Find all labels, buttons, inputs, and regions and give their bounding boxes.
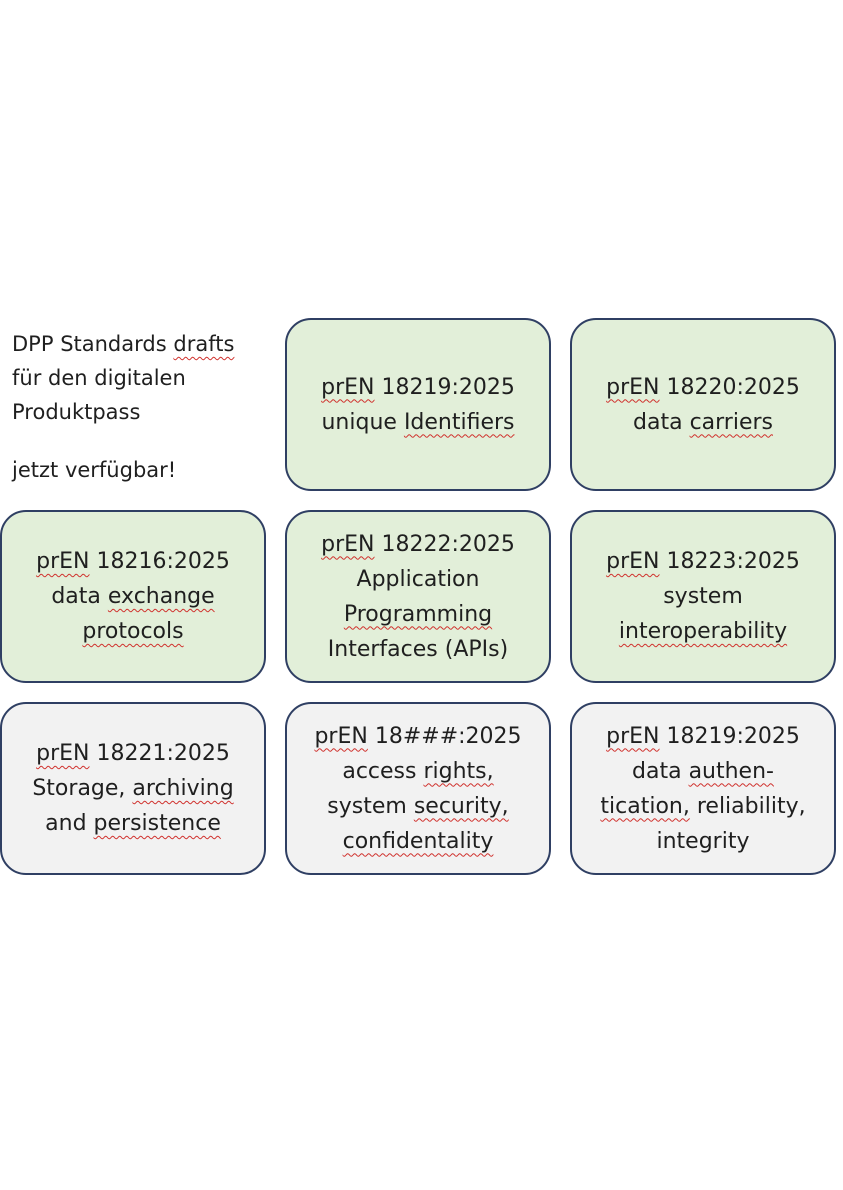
standard-box-18xxx-access-rights: prEN 18###:2025 access rights, system se… <box>285 702 551 875</box>
standard-box-18221-storage: prEN 18221:2025 Storage, archiving and p… <box>0 702 266 875</box>
box-line: protocols <box>82 619 184 644</box>
box-line: unique Identifiers <box>321 409 515 435</box>
box-line: prEN 18221:2025 <box>36 741 230 766</box>
box-line: prEN 18216:2025 <box>36 549 230 574</box>
box-line: Storage, archiving <box>32 776 234 801</box>
box-line: prEN 18###:2025 <box>314 723 522 749</box>
box-line: prEN 18219:2025 <box>321 374 515 400</box>
standard-box-18219-identifiers: prEN 18219:2025 unique Identifiers <box>285 318 551 491</box>
box-line: data authen- <box>632 758 774 784</box>
box-line: system security, <box>327 793 509 819</box>
standard-box-18216-exchange-protocols: prEN 18216:2025 data exchange protocols <box>0 510 266 683</box>
standard-box-18222-apis: prEN 18222:2025 Application Programming … <box>285 510 551 683</box>
intro-line: für den digitalen <box>12 366 186 390</box>
box-line: prEN 18222:2025 <box>321 531 515 557</box>
box-line: Programming <box>343 601 493 627</box>
box-line: Interfaces (APIs) <box>327 636 509 662</box>
intro-line: Produktpass <box>12 400 141 424</box>
box-line: prEN 18220:2025 <box>606 374 800 400</box>
box-line: prEN 18223:2025 <box>606 549 800 574</box>
intro-spacer <box>12 429 274 453</box>
intro-text: DPP Standards drafts für den digitalen P… <box>12 327 274 487</box>
box-line: Application <box>356 566 480 592</box>
box-line: data carriers <box>633 409 773 435</box>
box-line: data exchange <box>51 584 215 609</box>
standard-box-18223-interoperability: prEN 18223:2025 system interoperability <box>570 510 836 683</box>
standard-box-18220-data-carriers: prEN 18220:2025 data carriers <box>570 318 836 491</box>
box-line: prEN 18219:2025 <box>606 723 800 749</box>
intro-line: DPP Standards drafts <box>12 332 235 356</box>
box-line: and persistence <box>45 811 221 836</box>
box-line: system <box>663 584 743 609</box>
box-line: access rights, <box>342 758 494 784</box>
box-line: interoperability <box>618 619 788 644</box>
box-line: integrity <box>656 828 750 854</box>
box-line: confidentality <box>342 828 494 854</box>
intro-line: jetzt verfügbar! <box>12 458 177 482</box>
box-line: tication, reliability, <box>600 793 806 819</box>
standard-box-18219-authentication: prEN 18219:2025 data authen- tication, r… <box>570 702 836 875</box>
